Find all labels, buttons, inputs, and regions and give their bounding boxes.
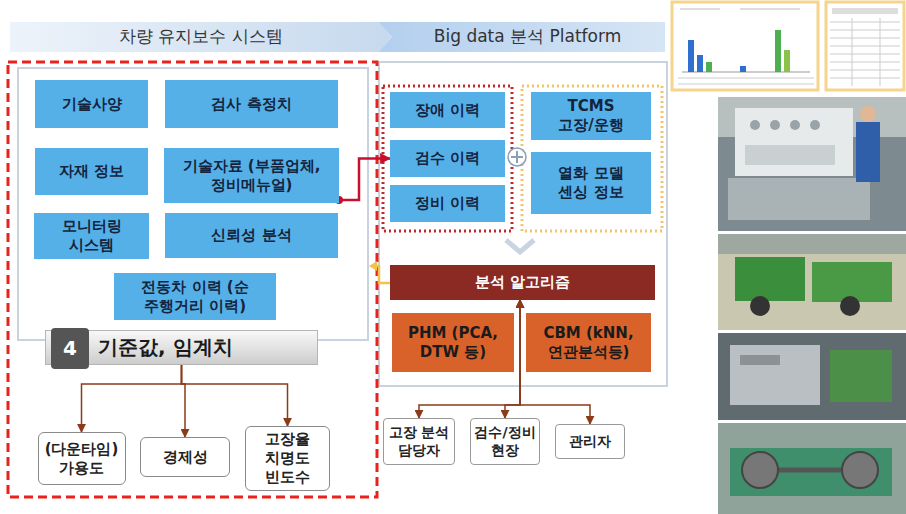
node-label: 차량 유지보수 시스템	[119, 26, 283, 47]
node-label: CBM (kNN, 연관분석등)	[532, 324, 645, 362]
info-box: 전동차 이력 (순 주행거리 이력)	[114, 273, 276, 320]
header-band: 차량 유지보수 시스템	[10, 22, 392, 52]
node-label: Big data 분석 Platform	[434, 26, 621, 47]
node-label: 전동차 이력 (순 주행거리 이력)	[120, 278, 270, 316]
red-dashed-region	[8, 62, 377, 497]
sensor-box: 열화 모델 센싱 정보	[531, 152, 651, 214]
history-box: 검수 이력	[390, 140, 505, 177]
node-label: 검수 이력	[415, 149, 480, 168]
chart-thumbnail	[672, 2, 818, 90]
wheelset-photo	[718, 423, 906, 514]
node-label: 검사 측정치	[211, 95, 291, 114]
node-label: 기술자료 (부품업체, 정비메뉴얼)	[170, 157, 333, 195]
connector	[182, 365, 288, 426]
history-box: 정비 이력	[390, 185, 505, 222]
criteria-box: 경제성	[140, 437, 230, 477]
left-panel	[18, 68, 368, 340]
threshold-band: 기준값, 임계치 4	[45, 330, 318, 365]
band-fill	[378, 22, 665, 52]
user-box: 검수/정비 현장	[470, 418, 540, 465]
criteria-box: 고장율 치명도 빈도수	[245, 426, 330, 491]
info-box: 기술자료 (부품업체, 정비메뉴얼)	[164, 148, 339, 203]
history-box: 장애 이력	[390, 92, 505, 128]
node-label: 검수/정비 현장	[474, 424, 536, 459]
right-panel	[379, 62, 667, 386]
node-label: 고장 분석 담당자	[387, 424, 451, 459]
node-label: 신뢰성 분석	[211, 226, 291, 245]
info-box: 검사 측정치	[165, 80, 338, 128]
node-label: 경제성	[163, 448, 208, 467]
bogie-machine-photo	[718, 234, 906, 330]
feedback-arrow	[369, 261, 390, 283]
plus-symbol	[508, 148, 526, 166]
node-label: 분석 알고리즘	[475, 273, 570, 292]
node-label: 정비 이력	[415, 194, 480, 213]
connector	[339, 159, 390, 201]
algorithm-box: PHM (PCA, DTW 등)	[392, 313, 514, 372]
info-box: 자재 정보	[35, 148, 148, 195]
node-label: 기준값, 임계치	[98, 335, 233, 360]
test-bench-photo	[718, 97, 906, 231]
info-box: 신뢰성 분석	[165, 213, 338, 258]
info-box: 기술사양	[35, 80, 148, 128]
user-box: 고장 분석 담당자	[383, 418, 455, 465]
node-label: TCMS 고장/운행	[549, 97, 633, 135]
inspection-machine-photo	[718, 333, 906, 420]
callout-number: 4	[51, 328, 89, 369]
node-label: 4	[63, 336, 77, 361]
node-label: 열화 모델 센싱 정보	[549, 164, 633, 202]
sensor-box: TCMS 고장/운행	[531, 92, 651, 140]
connector	[82, 365, 182, 432]
node-label: PHM (PCA, DTW 등)	[398, 324, 508, 362]
merge-chevron	[506, 240, 534, 252]
algorithm-band: 분석 알고리즘	[390, 265, 655, 300]
node-label: 모니터링 시스템	[40, 217, 143, 255]
history-group-outline	[383, 86, 512, 231]
sensor-group-outline	[522, 86, 662, 231]
node-label: 장애 이력	[415, 101, 480, 120]
algorithm-box: CBM (kNN, 연관분석등)	[526, 313, 651, 372]
node-label: 자재 정보	[59, 162, 124, 181]
node-label: 고장율 치명도 빈도수	[252, 430, 323, 486]
node-label: 관리자	[569, 433, 611, 451]
node-label: 기술사양	[62, 95, 122, 114]
header-arrow-band: Big data 분석 Platform	[378, 22, 665, 52]
band-fill	[10, 22, 392, 52]
user-box: 관리자	[555, 424, 625, 459]
criteria-box: (다운타임) 가용도	[38, 432, 126, 485]
info-box: 모니터링 시스템	[34, 213, 149, 259]
node-label: (다운타임) 가용도	[45, 440, 119, 478]
document-thumbnail	[826, 2, 904, 90]
